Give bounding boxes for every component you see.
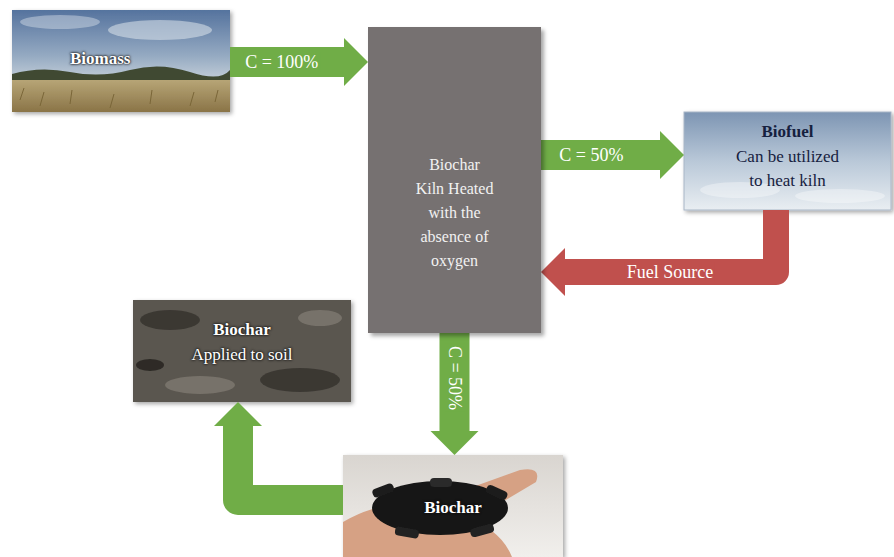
haze xyxy=(795,189,885,203)
arrow-head xyxy=(660,131,684,179)
biomass-photo xyxy=(12,10,230,112)
arrow-shaft xyxy=(238,425,343,500)
pellet xyxy=(371,482,395,498)
flow-arrow xyxy=(431,333,479,455)
biofuel-box: BiofuelCan be utilized to heat kiln xyxy=(684,112,891,210)
node-title: Biochar xyxy=(213,319,271,341)
flow-label: C = 50% xyxy=(557,145,625,165)
grass xyxy=(20,88,218,108)
pellet xyxy=(394,526,419,539)
soil-box: BiocharApplied to soil xyxy=(133,300,351,402)
soil-patch xyxy=(260,368,340,392)
flow-arrow xyxy=(230,38,368,86)
arrow-head xyxy=(431,431,479,455)
flow-arrow xyxy=(541,210,776,296)
cloud xyxy=(108,20,212,40)
mist xyxy=(684,112,891,210)
field xyxy=(12,80,230,112)
hand xyxy=(343,469,537,557)
node-title: Biofuel xyxy=(762,121,814,143)
biochar-photo xyxy=(343,455,563,557)
soil-patch xyxy=(298,310,342,326)
kiln-box: Biochar Kiln Heated with the absence of … xyxy=(368,27,541,333)
flow-arrow xyxy=(541,131,684,179)
soil-photo xyxy=(133,300,351,402)
arrow-head xyxy=(541,248,565,296)
arrow-shaft xyxy=(541,140,661,170)
soil-patch xyxy=(136,359,164,371)
soil-patch xyxy=(140,310,200,330)
node-text: Applied to soil xyxy=(191,343,292,367)
photo-ground xyxy=(343,455,563,557)
biochar-box: Biochar xyxy=(343,455,563,557)
flow-label: Fuel Source xyxy=(625,262,715,282)
arrow-shaft xyxy=(440,333,470,432)
node-text: Can be utilized to heat kiln xyxy=(728,145,848,193)
node-title: Biochar xyxy=(424,497,482,519)
pellet xyxy=(469,523,495,538)
flow-label: C = 100% xyxy=(243,52,320,72)
flow-arrow xyxy=(214,402,343,500)
soil xyxy=(133,300,351,402)
arrow-head xyxy=(344,38,368,86)
pellet xyxy=(485,484,509,501)
cloud xyxy=(20,15,100,29)
arrow-shaft xyxy=(230,47,345,77)
soil-patch xyxy=(165,376,235,394)
tree-line xyxy=(12,66,230,82)
biofuel-photo xyxy=(684,112,891,210)
pellet xyxy=(430,478,452,487)
node-title: Biochar Kiln Heated with the absence of … xyxy=(415,153,495,273)
biomass-box: Biomass xyxy=(12,10,230,112)
sky xyxy=(12,10,230,112)
flow-label: C = 50% xyxy=(445,343,465,411)
arrow-head xyxy=(214,402,262,426)
node-title: Biomass xyxy=(70,48,130,70)
